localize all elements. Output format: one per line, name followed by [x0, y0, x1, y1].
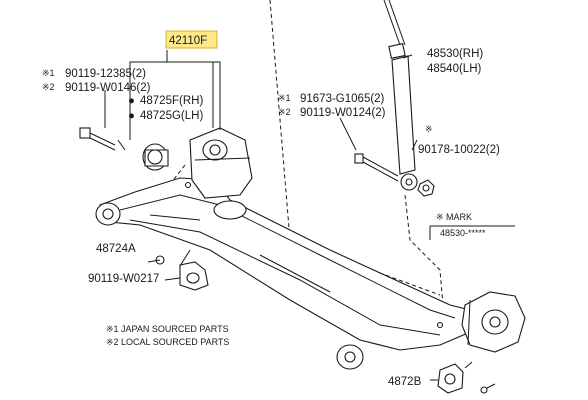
- mark-box: ※ MARK 48530-*****: [429, 212, 515, 240]
- marker-local-2: ※2: [278, 107, 291, 117]
- dot-bushing-lh: ●: [128, 110, 135, 122]
- highlight-box: [165, 30, 218, 49]
- label-90178-10022[interactable]: 90178-10022(2): [418, 144, 500, 156]
- bushing[interactable]: [142, 143, 169, 171]
- right-hub-bracket[interactable]: [461, 291, 526, 353]
- label-48725g[interactable]: 48725G(LH): [140, 110, 203, 122]
- shock-nut[interactable]: [417, 179, 435, 197]
- dashed-guide-shock: [404, 194, 446, 331]
- beam-studs: [184, 181, 444, 329]
- label-90119-w0217[interactable]: 90119-W0217: [88, 273, 159, 285]
- left-spring-seat[interactable]: [189, 127, 253, 220]
- note-japan: ※1 JAPAN SOURCED PARTS: [106, 324, 229, 334]
- label-91673-g1065[interactable]: 91673-G1065(2): [300, 93, 385, 105]
- label-48725f[interactable]: 48725F(RH): [140, 95, 203, 107]
- mark-value: 48530-*****: [440, 228, 486, 238]
- label-48530[interactable]: 48530(RH): [427, 48, 483, 60]
- marker-local-1: ※2: [42, 82, 55, 92]
- right-arm-eye[interactable]: [336, 344, 364, 370]
- bracket-48724a[interactable]: [155, 249, 209, 291]
- mark-title: ※ MARK: [436, 212, 472, 222]
- label-90119-12385[interactable]: 90119-12385(2): [65, 68, 146, 80]
- label-90119-w0146[interactable]: 90119-W0146(2): [65, 82, 151, 94]
- label-42110f[interactable]: 42110F: [169, 35, 207, 47]
- marker-japan-2: ※1: [278, 93, 291, 103]
- label-90119-w0124[interactable]: 90119-W0124(2): [300, 107, 386, 119]
- beam-bolt[interactable]: [79, 127, 126, 151]
- note-local: ※2 LOCAL SOURCED PARTS: [106, 337, 229, 347]
- shock-bolt[interactable]: [354, 153, 399, 182]
- label-48540[interactable]: 48540(LH): [427, 63, 482, 75]
- leader-lines: [104, 50, 438, 381]
- bracket-4872b[interactable]: [437, 361, 496, 394]
- label-4872b[interactable]: 4872B: [388, 376, 422, 388]
- left-arm-eye[interactable]: [95, 202, 121, 226]
- marker-japan-1: ※1: [42, 68, 55, 78]
- shock-absorber[interactable]: [383, 0, 418, 191]
- label-48724a[interactable]: 48724A: [96, 243, 136, 255]
- dot-bushing-rh: ●: [128, 95, 135, 107]
- marker-star-shock: ※: [425, 124, 433, 134]
